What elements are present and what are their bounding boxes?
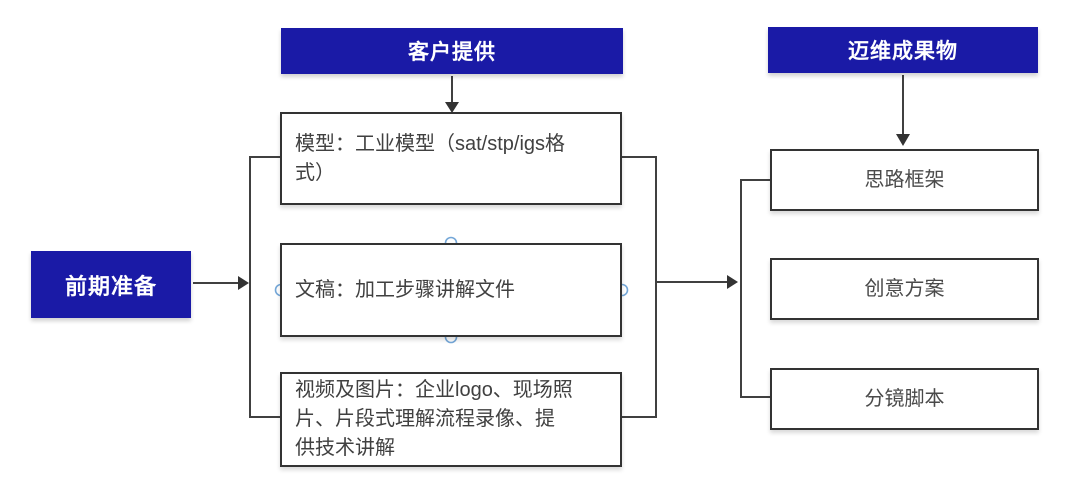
deliverable-item-proposal[interactable]: 创意方案 xyxy=(770,258,1039,320)
customer-item-document-label: 文稿：加工步骤讲解文件 xyxy=(295,278,515,301)
stage-node-label: 前期准备 xyxy=(64,273,157,299)
arrow-customer-to-deliverables-icon xyxy=(657,275,738,289)
deliverable-item-storyboard-label: 分镜脚本 xyxy=(864,387,945,410)
arrow-down-customer-icon xyxy=(445,76,459,113)
deliverable-item-storyboard[interactable]: 分镜脚本 xyxy=(770,368,1039,430)
customer-header-label: 客户提供 xyxy=(408,41,496,64)
deliverables-header-node[interactable]: 迈维成果物 xyxy=(768,27,1038,73)
customer-left-bracket-line xyxy=(249,156,282,418)
customer-right-bracket-line xyxy=(622,156,657,418)
deliverable-item-proposal-label: 创意方案 xyxy=(864,277,945,300)
stage-node-preparation[interactable]: 前期准备 xyxy=(31,251,191,318)
customer-header-node[interactable]: 客户提供 xyxy=(281,28,623,74)
customer-item-document[interactable]: 文稿：加工步骤讲解文件 xyxy=(280,243,622,337)
customer-item-media[interactable]: 视频及图片：企业logo、现场照片、片段式理解流程录像、提供技术讲解 xyxy=(280,372,622,467)
deliverable-item-framework-label: 思路框架 xyxy=(864,168,945,191)
deliverables-header-label: 迈维成果物 xyxy=(848,40,958,63)
customer-item-model-label: 模型：工业模型（sat/stp/igs格式） xyxy=(295,132,566,184)
arrow-down-deliverables-icon xyxy=(896,75,910,146)
arrow-stage-to-customer-icon xyxy=(193,276,249,290)
deliverables-bracket-line xyxy=(740,179,770,398)
customer-item-model[interactable]: 模型：工业模型（sat/stp/igs格式） xyxy=(280,112,622,205)
deliverable-item-framework[interactable]: 思路框架 xyxy=(770,149,1039,211)
customer-item-media-label: 视频及图片：企业logo、现场照片、片段式理解流程录像、提供技术讲解 xyxy=(295,379,573,459)
